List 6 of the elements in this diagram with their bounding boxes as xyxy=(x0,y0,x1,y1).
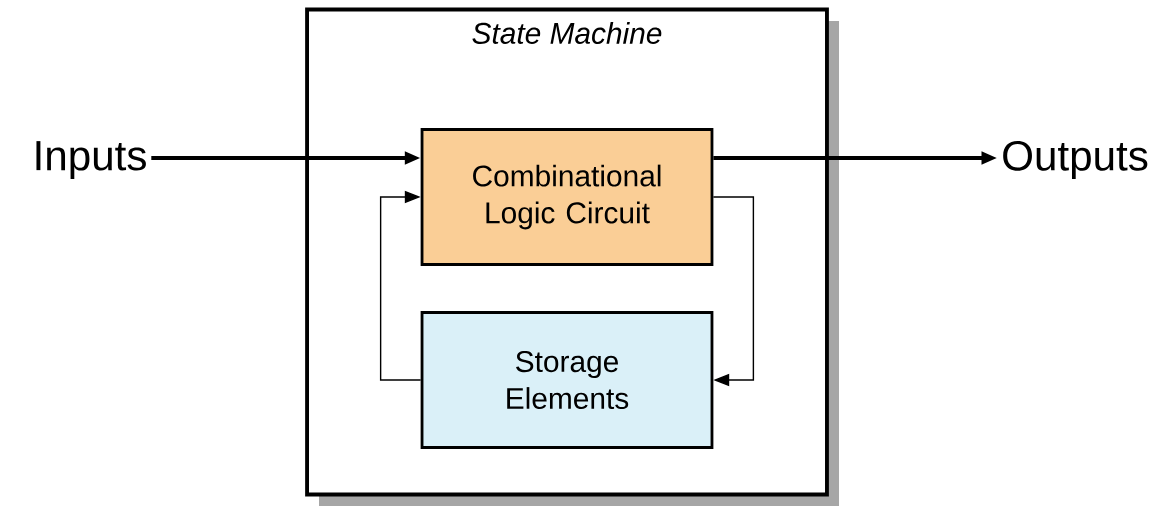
block-box: Combinational Logic Circuit xyxy=(420,128,714,266)
arrow xyxy=(712,196,755,387)
io-label: Inputs xyxy=(36,141,146,179)
block-box: Storage Elements xyxy=(420,311,714,449)
arrow xyxy=(379,190,422,381)
io-label: Outputs xyxy=(1003,140,1148,180)
